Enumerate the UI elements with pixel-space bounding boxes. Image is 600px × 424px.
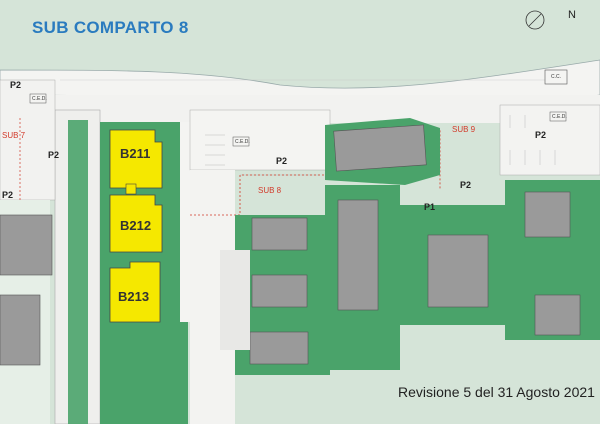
sub-area-label: SUB 7	[2, 131, 26, 140]
parking-label: P2	[276, 156, 288, 166]
north-indicator: N	[568, 9, 576, 21]
sub-area-label: SUB 9	[452, 125, 476, 134]
parking-label: P2	[2, 190, 14, 200]
building-label-b213: B213	[118, 289, 150, 304]
building-label-b211: B211	[120, 146, 151, 161]
sub-area-label: SUB 8	[258, 186, 282, 195]
revision-note: Revisione 5 del 31 Agosto 2021	[398, 384, 595, 400]
parking-label: P2	[10, 80, 22, 90]
parking-label: P1	[424, 202, 436, 212]
parking-label: P2	[48, 150, 60, 160]
parking-label: P2	[535, 130, 547, 140]
building-label-b212: B212	[120, 218, 152, 233]
parking-label: P2	[460, 180, 472, 190]
ced-label: C.E.D.	[235, 139, 250, 145]
ced-label: C.E.D.	[552, 114, 567, 120]
page-title: SUB COMPARTO 8	[32, 18, 189, 37]
cc-label: C.C.	[551, 74, 561, 80]
ced-label: C.E.D.	[32, 96, 47, 102]
